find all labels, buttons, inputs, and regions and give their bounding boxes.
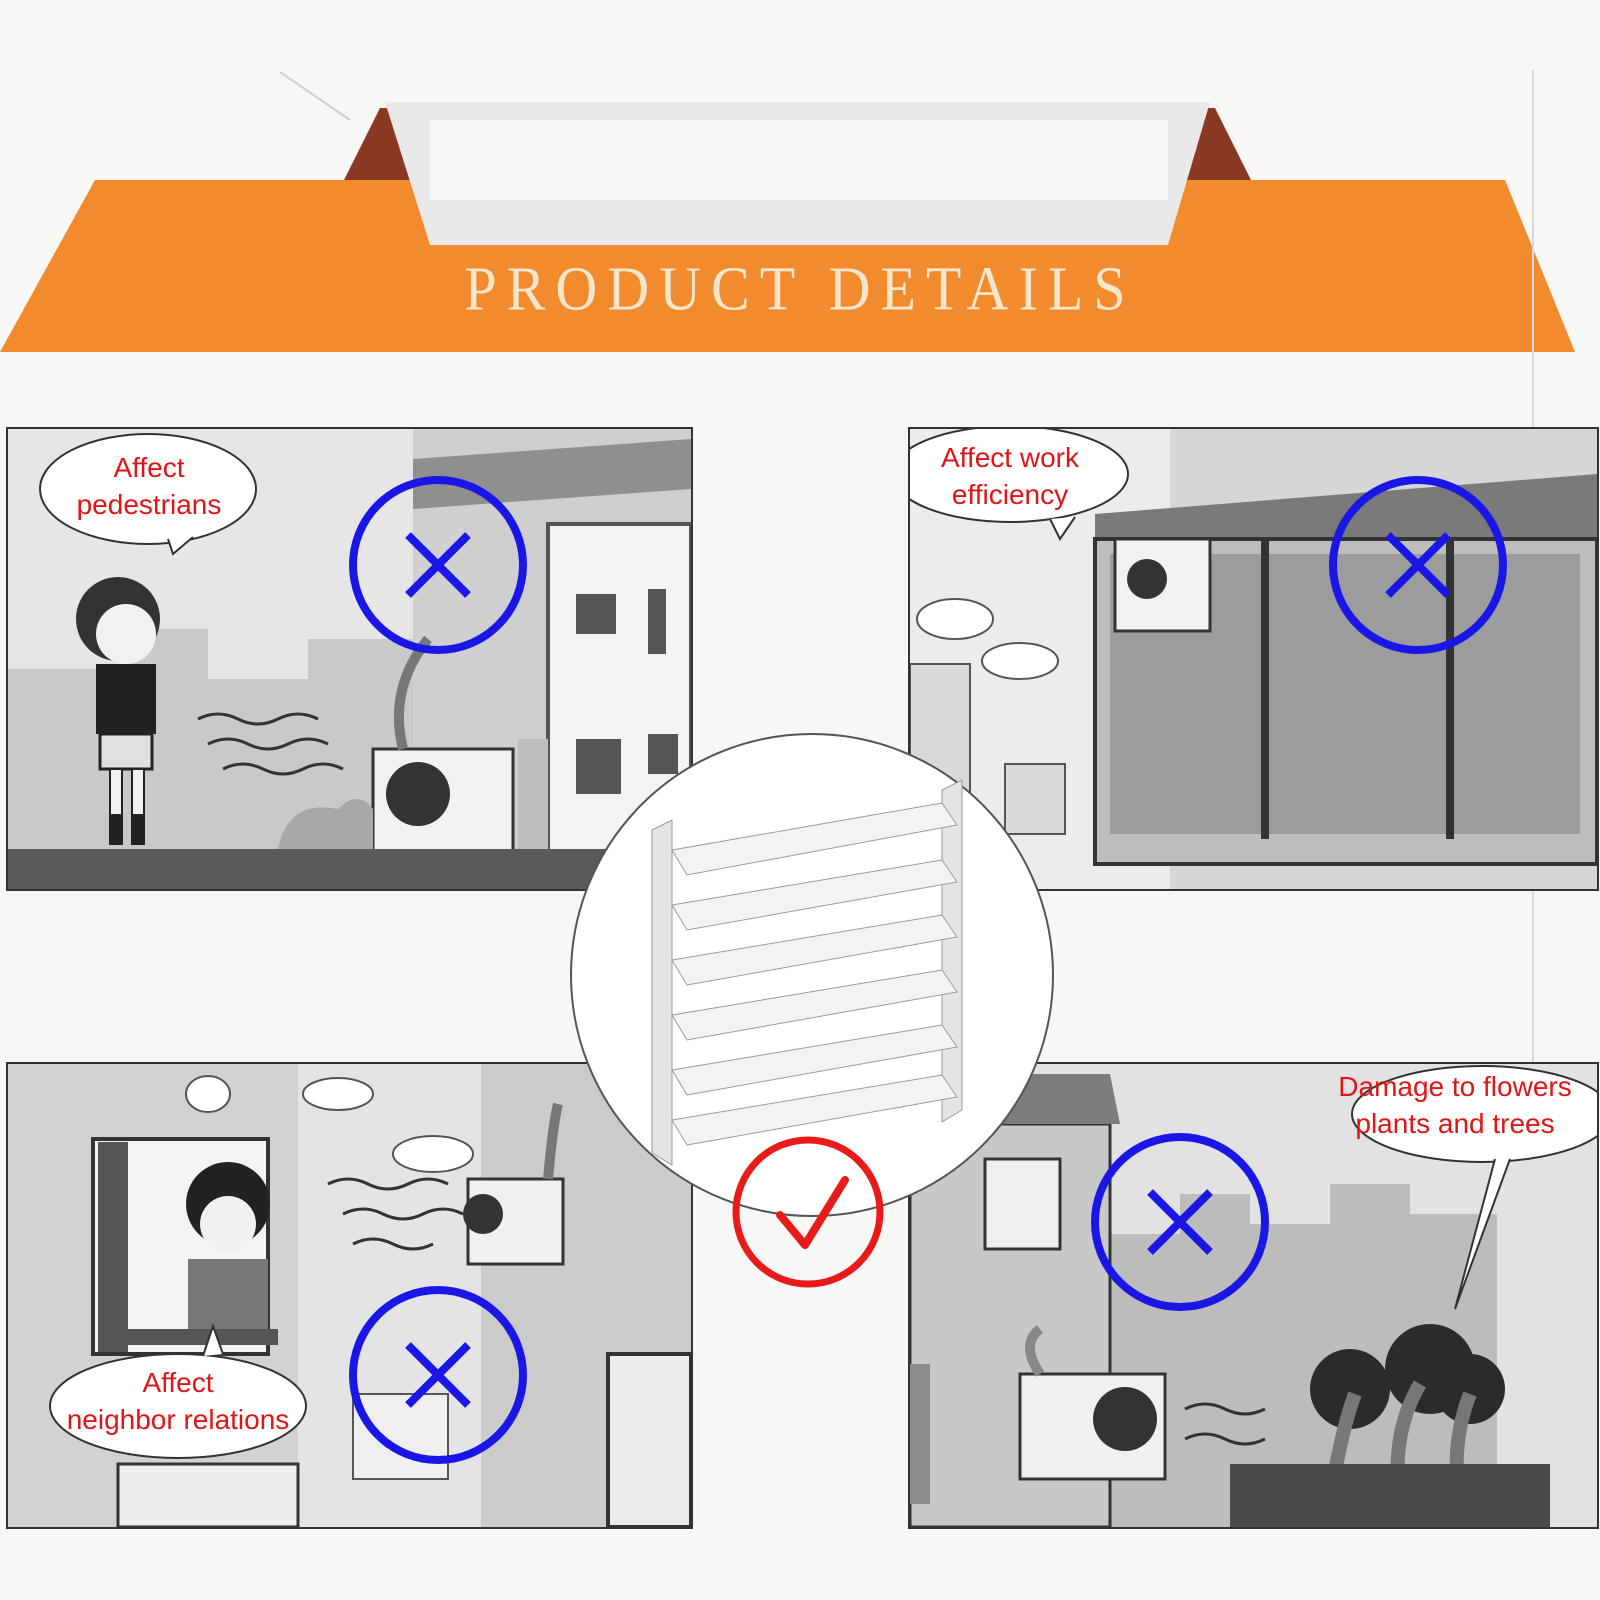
panel-affect-work-efficiency: Affect work efficiency — [908, 427, 1599, 891]
louver-product-image — [651, 779, 963, 1166]
caption-line: Affect work — [941, 442, 1079, 473]
banner-graphic — [0, 71, 1575, 352]
caption-line: efficiency — [951, 479, 1069, 510]
caption-line: Affect — [142, 1367, 214, 1398]
caption-damage-to-flowers: Damage to flowers plants and trees — [1320, 1068, 1590, 1142]
caption-affect-work-efficiency: Affect work efficiency — [910, 439, 1110, 513]
caption-affect-neighbor-relations: Affect neighbor relations — [43, 1364, 313, 1438]
caption-line: pedestrians — [76, 489, 222, 520]
caption-line: neighbor relations — [66, 1404, 290, 1435]
caption-line: Damage to flowers — [1338, 1071, 1572, 1102]
product-showcase-circle — [570, 733, 1054, 1217]
caption-line: plants and trees — [1355, 1108, 1555, 1139]
caption-line: Affect — [113, 452, 185, 483]
banner-title: PRODUCT DETAILS — [464, 253, 1136, 324]
louver-slats — [671, 802, 958, 1146]
caption-affect-pedestrians: Affect pedestrians — [44, 449, 254, 523]
neighbor-scene-illustration — [8, 1064, 691, 1527]
